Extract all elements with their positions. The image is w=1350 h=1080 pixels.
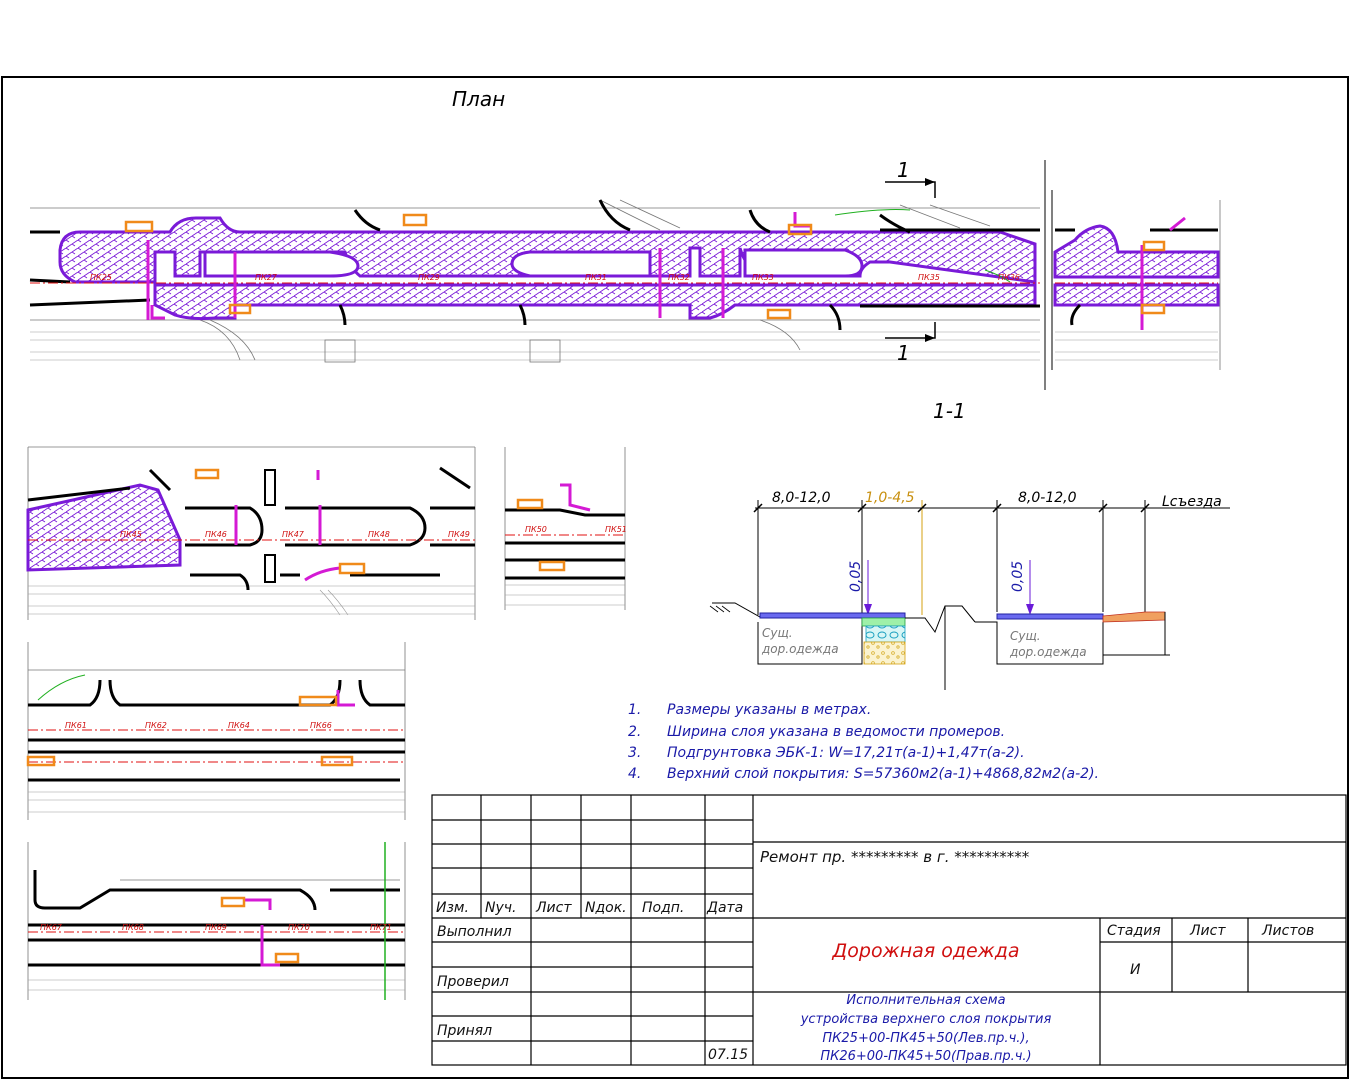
dimension-entry: Lсъезда — [1162, 494, 1222, 510]
note-number: 3. — [628, 745, 641, 761]
existing-label-left-2: дор.одежда — [761, 642, 839, 656]
header-date: Дата — [706, 900, 743, 916]
description-line: ПК25+00-ПК45+50(Лев.пр.ч.), — [822, 1031, 1029, 1046]
note-number: 4. — [628, 766, 641, 782]
pk-label: ПК47 — [282, 530, 305, 539]
role-accepted: Принял — [437, 1023, 492, 1039]
thickness-right: 0,05 — [1010, 561, 1026, 592]
pk-label: ПК31 — [585, 273, 607, 282]
sheet-title: Дорожная одежда — [831, 940, 1019, 962]
header-change: Изм. — [436, 900, 469, 916]
sheet-frame — [1, 76, 1349, 1079]
section-cut-label-top: 1 — [897, 158, 910, 182]
pk-label: ПК64 — [228, 721, 250, 730]
sub-plan-2: ПК50 ПК51 — [504, 447, 627, 610]
pk-label: ПК27 — [255, 273, 278, 282]
description-line: устройства верхнего слоя покрытия — [800, 1012, 1052, 1027]
pk-label: ПК62 — [145, 721, 167, 730]
plan-title: План — [452, 87, 505, 111]
sub3-pk-labels: ПК61 ПК62 ПК64 ПК66 — [65, 721, 332, 730]
pk-label: ПК45 — [120, 530, 142, 539]
pk-label: ПК36 — [998, 273, 1020, 282]
header-sheet: Лист — [535, 900, 572, 916]
sub4-pk-labels: ПК67 ПК68 ПК69 ПК70 ПК71 — [40, 923, 392, 932]
pk-label: ПК51 — [605, 525, 627, 534]
pk-label: ПК71 — [370, 923, 392, 932]
note-text: Ширина слоя указана в ведомости промеров… — [667, 724, 1005, 740]
note-text: Верхний слой покрытия: S=57360м2(а-1)+48… — [667, 766, 1099, 782]
sub-plan-4: ПК67 ПК68 ПК69 ПК70 ПК71 — [27, 842, 406, 1000]
existing-label-right-2: дор.одежда — [1009, 645, 1087, 659]
sub-plan-1: ПК45 ПК46 ПК47 ПК48 ПК49 — [26, 446, 476, 620]
project-name: Ремонт пр. ********* в г. ********** — [760, 848, 1030, 866]
note-number: 1. — [628, 702, 641, 718]
dimension-left: 8,0-12,0 — [772, 490, 831, 506]
thickness-left: 0,05 — [848, 561, 864, 592]
notes: 1. Размеры указаны в метрах. 2. Ширина с… — [628, 702, 1099, 782]
role-checked: Проверил — [437, 974, 509, 990]
note-number: 2. — [628, 724, 641, 740]
section-title: 1-1 — [933, 399, 966, 423]
section-cut-marker: 1 1 — [885, 158, 936, 365]
role-performed: Выполнил — [437, 924, 512, 940]
stage-value: И — [1130, 962, 1141, 978]
main-plan: ПК25 ПК27 ПК29 ПК31 ПК32 ПК33 ПК35 ПК36 … — [29, 158, 1221, 390]
description-line: Исполнительная схема — [846, 993, 1005, 1008]
pk-label: ПК32 — [668, 273, 690, 282]
header-signature: Подп. — [642, 900, 684, 916]
pk-label: ПК33 — [752, 273, 774, 282]
pk-label: ПК68 — [122, 923, 144, 932]
section-cut-label-bottom: 1 — [897, 341, 910, 365]
note-text: Подгрунтовка ЭБК-1: W=17,21т(а-1)+1,47т(… — [667, 745, 1025, 761]
pk-label: ПК66 — [310, 721, 332, 730]
existing-label-right-1: Сущ. — [1010, 629, 1041, 643]
main-pk-labels: ПК25 ПК27 ПК29 ПК31 ПК32 ПК33 ПК35 ПК36 — [90, 273, 1020, 282]
description-line: ПК26+00-ПК45+50(Прав.пр.ч.) — [820, 1049, 1031, 1064]
dimension-middle: 1,0-4,5 — [865, 490, 915, 506]
sub-plan-3: ПК61 ПК62 ПК64 ПК66 — [26, 642, 406, 820]
pk-label: ПК61 — [65, 721, 87, 730]
pk-label: ПК70 — [288, 923, 310, 932]
date-value: 07.15 — [708, 1047, 748, 1063]
pk-label: ПК67 — [40, 923, 63, 932]
title-block: Изм. Nуч. Лист Nдок. Подп. Дата Выполнил… — [431, 794, 1347, 1066]
pk-label: ПК48 — [368, 530, 390, 539]
header-count: Nуч. — [485, 900, 516, 916]
stage-header: Стадия — [1107, 923, 1161, 939]
sheet-header: Лист — [1189, 923, 1226, 939]
pk-label: ПК29 — [418, 273, 440, 282]
sheets-header: Листов — [1261, 923, 1314, 939]
header-doc: Nдок. — [585, 900, 627, 916]
dimension-right: 8,0-12,0 — [1018, 490, 1077, 506]
pk-label: ПК25 — [90, 273, 112, 282]
pk-label: ПК35 — [918, 273, 940, 282]
sub1-pk-labels: ПК45 ПК46 ПК47 ПК48 ПК49 — [120, 530, 470, 539]
pk-label: ПК46 — [205, 530, 227, 539]
pk-label: ПК50 — [525, 525, 547, 534]
note-text: Размеры указаны в метрах. — [667, 702, 871, 718]
existing-label-left-1: Сущ. — [762, 626, 793, 640]
cross-section: 8,0-12,0 1,0-4,5 8,0-12,0 Lсъезда 0,05 0… — [709, 490, 1230, 690]
pk-label: ПК49 — [448, 530, 470, 539]
pk-label: ПК69 — [205, 923, 227, 932]
sub2-pk-labels: ПК50 ПК51 — [525, 525, 627, 534]
